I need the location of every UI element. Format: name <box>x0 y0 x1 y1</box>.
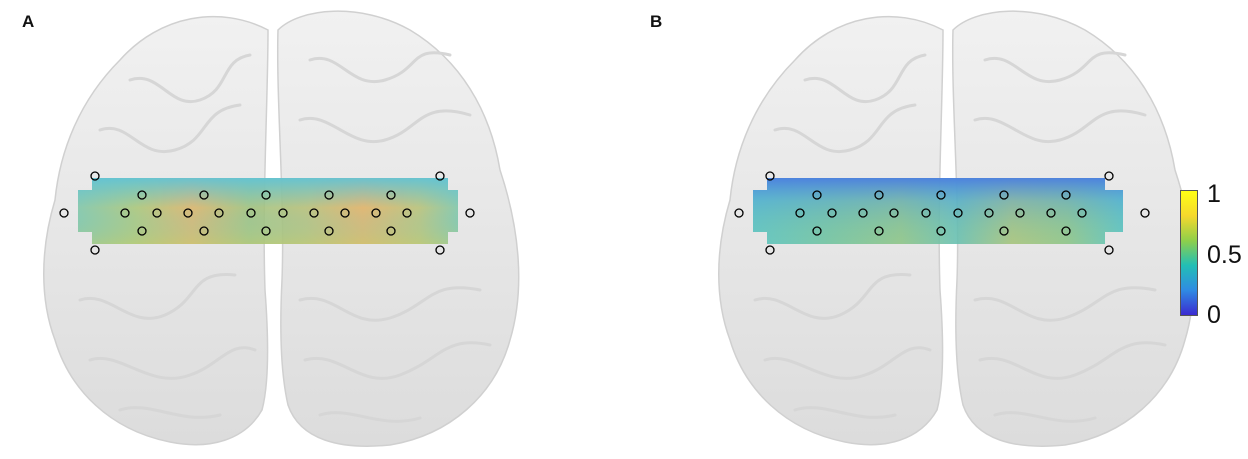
colorbar <box>1180 190 1198 316</box>
activation-overlay <box>753 178 1123 244</box>
panel-b: B <box>650 0 1248 459</box>
colorbar-tick-min: 0 <box>1207 301 1221 329</box>
activation-overlay <box>78 178 458 244</box>
panel-label: B <box>650 12 663 31</box>
panel-a: A <box>0 0 600 459</box>
colorbar-tick-max: 1 <box>1207 180 1221 208</box>
brain-render <box>43 10 520 447</box>
panel-label: A <box>22 12 35 31</box>
electrode-markers <box>59 171 475 255</box>
electrode-markers <box>734 171 1150 255</box>
colorbar-tick-mid: 0.5 <box>1207 241 1242 269</box>
brain-render <box>718 10 1195 447</box>
